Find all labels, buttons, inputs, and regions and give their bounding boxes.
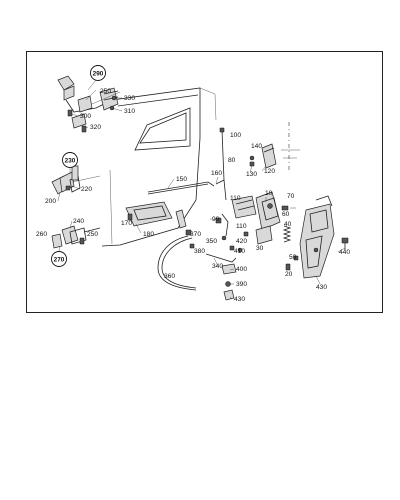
outside-handle-assembly xyxy=(125,201,187,229)
leader-lines xyxy=(57,79,346,300)
callout-340: 340 xyxy=(212,263,223,270)
callout-230: 230 xyxy=(65,157,76,164)
callout-180: 180 xyxy=(143,231,154,238)
regulator-bracket xyxy=(299,195,335,279)
callout-380: 380 xyxy=(194,248,205,255)
callout-circle-230: 230 xyxy=(62,152,78,168)
callout-160: 160 xyxy=(211,170,222,177)
callout-430: 430 xyxy=(234,296,245,303)
fastener-cluster xyxy=(221,231,249,253)
rod-100 xyxy=(215,127,227,201)
callout-270: 270 xyxy=(54,256,65,263)
callout-170: 170 xyxy=(121,220,132,227)
diagram-frame xyxy=(26,51,383,313)
callout-circle-290: 290 xyxy=(90,65,106,81)
callout-80: 80 xyxy=(228,157,236,164)
callout-390: 390 xyxy=(236,281,247,288)
callout-360: 360 xyxy=(164,273,175,280)
callout-400: 400 xyxy=(236,266,247,273)
callout-370: 370 xyxy=(190,231,201,238)
bolt-440 xyxy=(341,237,349,250)
callout-240: 240 xyxy=(73,218,84,225)
callout-320: 320 xyxy=(90,124,101,131)
callout-circle-270: 270 xyxy=(51,251,67,267)
callout-430-bracket: 430 xyxy=(316,284,327,291)
callout-310: 310 xyxy=(124,108,135,115)
callout-250-lower: 250 xyxy=(87,231,98,238)
callout-150: 150 xyxy=(176,176,187,183)
callout-440: 440 xyxy=(339,249,350,256)
check-strap-assembly xyxy=(51,225,101,249)
callout-410: 410 xyxy=(234,248,245,255)
callout-420: 420 xyxy=(236,238,247,245)
callout-100: 100 xyxy=(230,132,241,139)
door-outline xyxy=(101,87,217,247)
callout-350: 350 xyxy=(206,238,217,245)
callout-110: 110 xyxy=(230,195,241,202)
callout-110-lower: 110 xyxy=(236,223,247,230)
striker-assembly xyxy=(249,143,277,169)
callout-250: 250 xyxy=(100,88,111,95)
callout-10: 10 xyxy=(265,190,273,197)
callout-60: 60 xyxy=(282,211,290,218)
callout-200: 200 xyxy=(45,198,56,205)
callout-140: 140 xyxy=(251,143,262,150)
callout-130: 130 xyxy=(246,171,257,178)
callout-300: 300 xyxy=(80,113,91,120)
centerline xyxy=(281,122,300,170)
callout-40: 40 xyxy=(284,221,292,228)
callout-120: 120 xyxy=(264,168,275,175)
callout-260: 260 xyxy=(36,231,47,238)
rod-150 xyxy=(147,181,215,195)
lower-fastener-stack xyxy=(221,263,237,301)
callout-330: 330 xyxy=(124,95,135,102)
callout-30: 30 xyxy=(256,245,264,252)
lower-hinge-assembly xyxy=(51,165,101,195)
callout-220: 220 xyxy=(81,186,92,193)
callout-70: 70 xyxy=(287,193,295,200)
callout-20: 20 xyxy=(285,271,293,278)
cable-assembly xyxy=(157,229,237,291)
callout-50: 50 xyxy=(289,254,297,261)
door-lock-assembly xyxy=(215,191,281,245)
spring-assembly xyxy=(281,205,299,271)
callout-290: 290 xyxy=(93,70,104,77)
upper-hinge-assembly xyxy=(57,75,121,133)
